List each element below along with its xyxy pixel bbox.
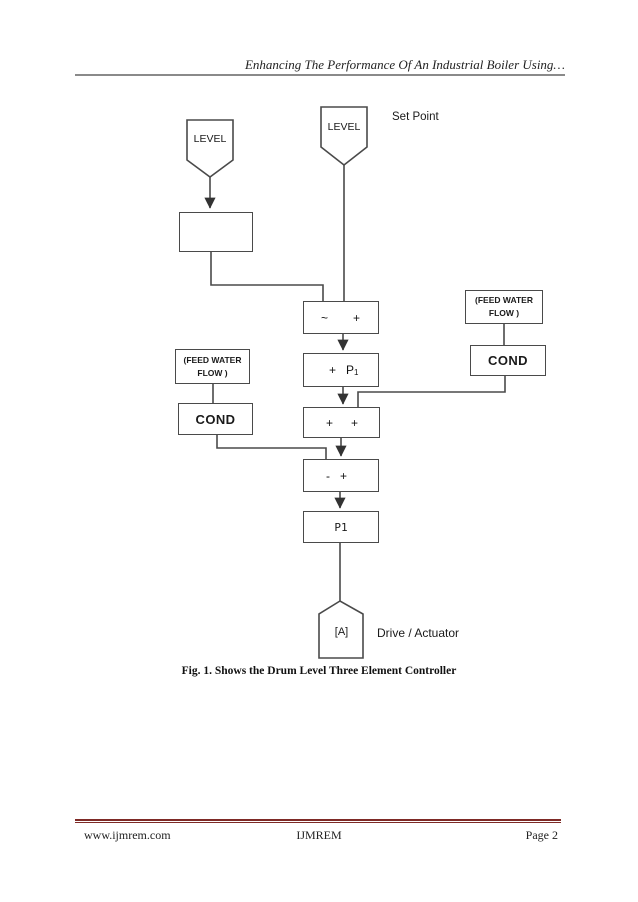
figure-caption: Fig. 1. Shows the Drum Level Three Eleme… [181,665,457,677]
drive-actuator-label: Drive / Actuator [377,626,460,640]
transmitter-box [179,212,253,252]
sum1-minus-symbol: ~ [321,310,329,325]
feed-water-right-line2: FLOW ) [488,308,520,318]
footer-rule [75,819,561,823]
wire-transmitter-to-sum1 [210,252,324,301]
footer-journal-name: IJMREM [296,828,342,842]
sum1-plus-symbol: + [353,310,361,325]
sum3-minus-symbol: - [326,468,330,483]
footer-website: www.ijmrem.com [84,828,171,842]
sum2-plus1-symbol: + [326,415,334,430]
set-point-label: Set Point [392,111,439,123]
feed-water-left-line2: FLOW ) [197,367,228,378]
gain-plus-symbol: + [329,363,337,377]
sum-junction-3: - + [303,459,379,492]
sum3-plus-symbol: + [340,468,348,483]
level-sensor-left-label: LEVEL [193,133,227,145]
sum-junction-1: ~ + [303,301,379,334]
feed-water-flow-left-box: (FEED WATER FLOW ) [175,349,250,384]
feed-water-right-line1: (FEED WATER [475,295,533,306]
feed-water-left-line1: (FEED WATER [183,354,242,365]
cond-right-box: COND [470,345,546,376]
running-head-title: Enhancing The Performance Of An Industri… [244,57,565,72]
sum2-plus2-symbol: + [351,415,359,430]
level-right-pentagon [320,106,368,167]
wire-cond-right-to-sum2 [357,376,506,407]
footer-page-number: Page 2 [525,828,558,842]
wire-cond-left-to-sum3 [216,435,327,459]
p1-controller-box: P1 [303,511,379,543]
level-sensor-right-label: LEVEL [327,121,361,133]
level-left-pentagon [186,119,234,178]
feed-water-flow-right-box: (FEED WATER FLOW ) [465,290,543,324]
actuator-label: [A] [334,626,349,638]
header-rule [75,74,565,76]
sum-junction-2: + + [303,407,380,438]
cond-left-box: COND [178,403,253,435]
